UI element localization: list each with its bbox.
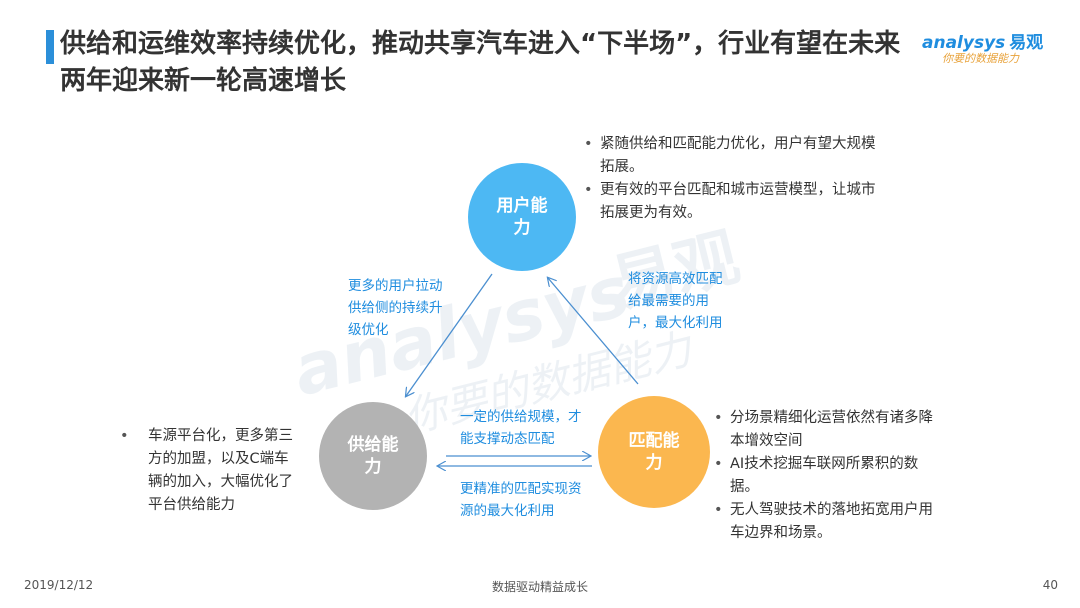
user-points-list: 紧随供给和匹配能力优化，用户有望大规模拓展。 更有效的平台匹配和城市运营模型，让…	[584, 133, 884, 225]
node-match-capability: 匹配能力	[598, 396, 710, 508]
page-title: 供给和运维效率持续优化，推动共享汽车进入“下半场”，行业有望在未来两年迎来新一轮…	[60, 29, 901, 96]
title-accent-bar	[46, 30, 54, 64]
match-points-list: 分场景精细化运营依然有诸多降本增效空间 AI技术挖掘车联网所累积的数据。 无人驾…	[714, 407, 946, 545]
supply-point: 车源平台化，更多第三方的加盟，以及C端车辆的加入，大幅优化了平台供给能力	[120, 425, 300, 517]
node-supply-label: 供给能力	[347, 435, 399, 477]
node-user-capability: 用户能力	[468, 163, 576, 271]
logo-slogan: 你要的数据能力	[942, 52, 1019, 65]
flow-label-match-to-supply: 更精准的匹配实现资源的最大化利用	[460, 481, 582, 519]
node-match-label: 匹配能力	[628, 431, 680, 473]
user-point: 更有效的平台匹配和城市运营模型，让城市拓展更为有效。	[584, 179, 884, 225]
flow-label-user-to-supply: 更多的用户拉动供给侧的持续升级优化	[348, 278, 443, 338]
flow-label-match-to-user: 将资源高效匹配给最需要的用户，最大化利用	[628, 271, 723, 331]
footer-date: 2019/12/12	[24, 578, 94, 592]
page-number: 40	[1042, 578, 1058, 592]
arrow-match-to-user	[548, 278, 639, 385]
logo-wordmark-en: analysys	[922, 33, 1006, 53]
arrow-user-to-supply	[406, 273, 493, 396]
match-point: 分场景精细化运营依然有诸多降本增效空间	[714, 407, 946, 453]
match-point: 无人驾驶技术的落地拓宽用户用车边界和场景。	[714, 499, 946, 545]
user-point: 紧随供给和匹配能力优化，用户有望大规模拓展。	[584, 133, 884, 179]
flow-label-supply-to-match: 一定的供给规模，才能支撑动态匹配	[460, 409, 582, 447]
footer-slogan: 数据驱动精益成长	[491, 580, 588, 594]
supply-points-list: 车源平台化，更多第三方的加盟，以及C端车辆的加入，大幅优化了平台供给能力	[120, 425, 300, 517]
node-user-label: 用户能力	[496, 196, 548, 238]
match-point: AI技术挖掘车联网所累积的数据。	[714, 453, 946, 499]
node-supply-capability: 供给能力	[319, 402, 427, 510]
logo-wordmark-cn: 易观	[1009, 33, 1044, 53]
